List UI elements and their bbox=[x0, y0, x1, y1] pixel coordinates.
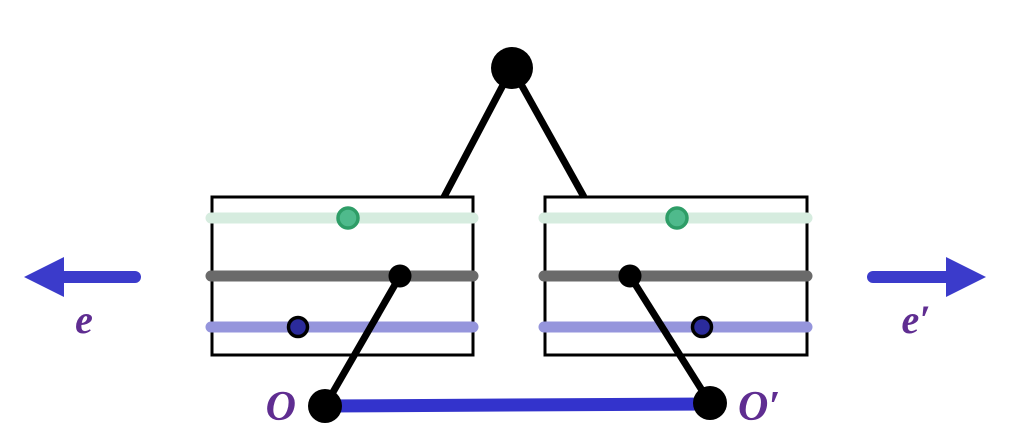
left-sight-line bbox=[321, 274, 404, 408]
arrow-right-label: e′ bbox=[901, 297, 930, 342]
right-black-point bbox=[618, 264, 642, 288]
baseline-segment bbox=[324, 397, 711, 413]
right-green-point bbox=[665, 206, 689, 230]
origin-left-label: O bbox=[266, 384, 296, 430]
left-green-point bbox=[336, 206, 360, 230]
origin-left-node bbox=[308, 389, 342, 423]
apex-right-edge bbox=[508, 66, 588, 199]
arrow-left-label: e bbox=[75, 297, 93, 342]
left-black-point bbox=[388, 264, 412, 288]
right-blue-point bbox=[690, 315, 714, 339]
left-blue-point bbox=[286, 315, 310, 339]
right-sight-line bbox=[627, 274, 713, 405]
apex-left-edge bbox=[440, 66, 516, 199]
apex-node bbox=[491, 47, 533, 89]
left-arrow-icon bbox=[24, 257, 141, 297]
origin-right-label: O′ bbox=[738, 384, 780, 430]
right-arrow-icon bbox=[867, 257, 986, 297]
origin-right-node bbox=[693, 386, 727, 420]
